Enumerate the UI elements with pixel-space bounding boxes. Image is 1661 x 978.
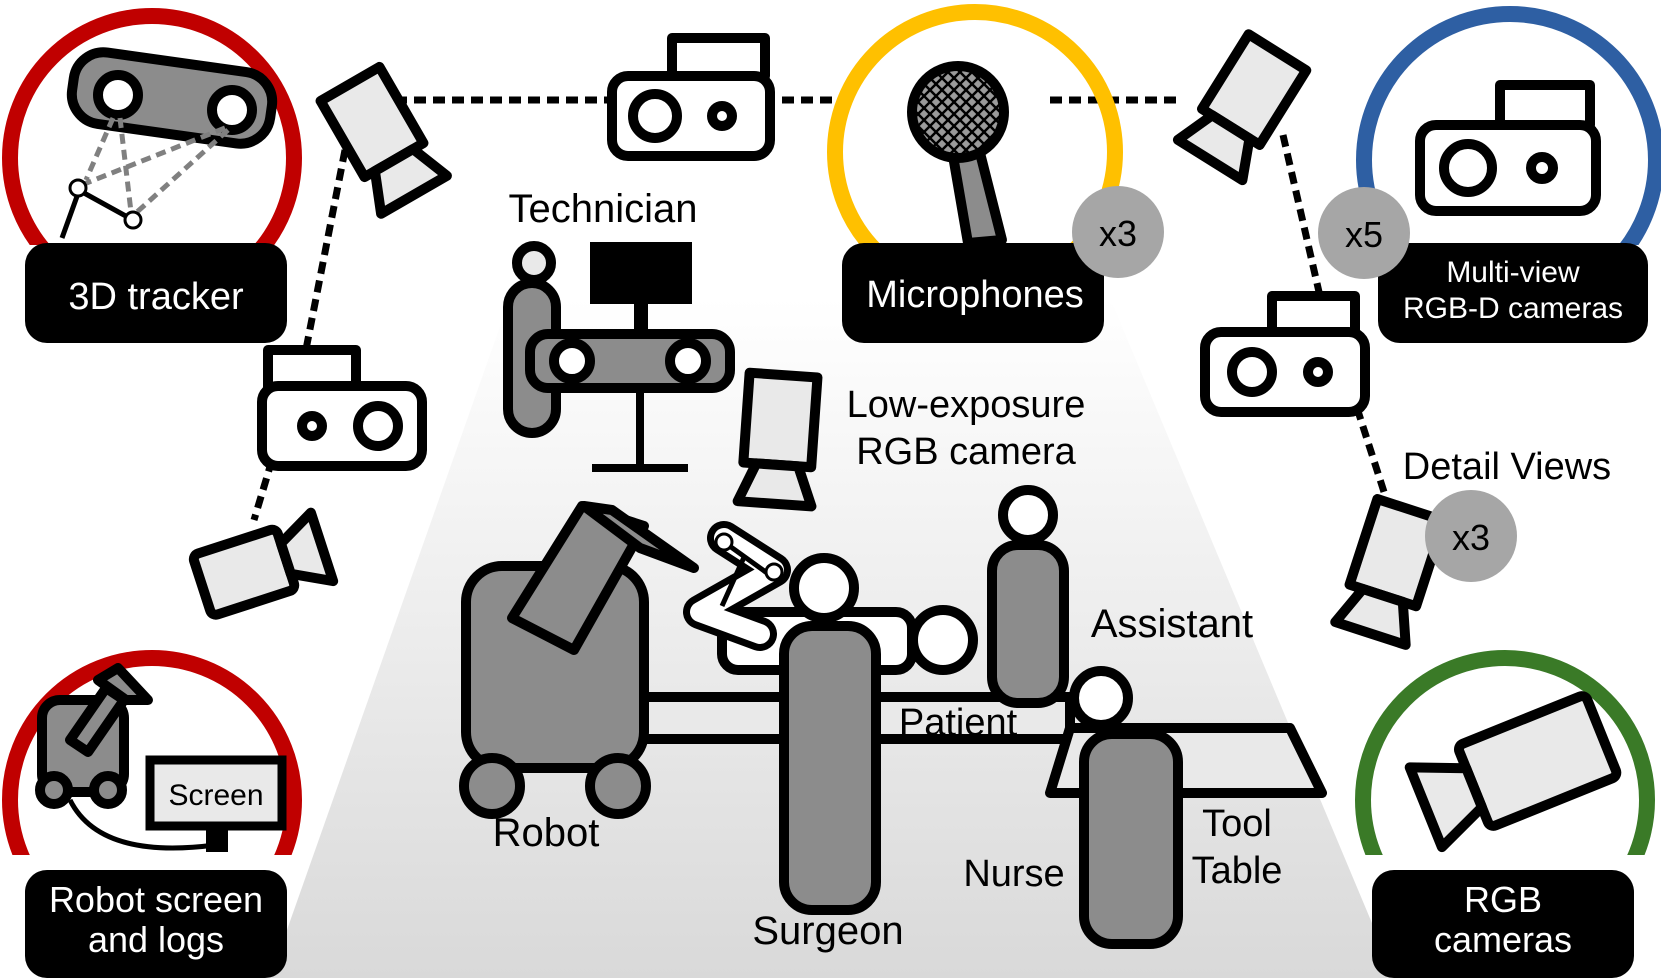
multiview-ring [1356,6,1661,245]
microphones-ring [827,4,1123,245]
robot-label: Robot [493,811,600,855]
patient-label: Patient [899,702,1018,744]
rgb-badge-line1: RGB [1464,879,1542,920]
stereo-tracker-icon [59,47,278,239]
microphones-badge-label: Microphones [866,274,1084,316]
low-exposure-camera [732,367,823,512]
tracked-instrument [683,521,791,651]
rgb-badge-line2: cameras [1434,919,1572,960]
robot-screen-badge-line1: Robot screen [49,879,263,920]
surgeon-figure [779,553,881,915]
robot-screen-badge-line2: and logs [88,919,224,960]
technician-station [503,241,735,472]
robot-screen-label: Screen [168,779,263,812]
rgbd-camera-right-wall [1200,291,1370,417]
rgbd-camera-icon [1415,80,1601,216]
assistant-label: Assistant [1091,602,1253,646]
rgb-badge [1372,870,1634,978]
detail-camera-right-lower [1330,494,1449,650]
robot-figure [459,501,699,819]
tracker-badge [25,243,287,343]
microphones-count: x3 [1099,213,1137,254]
detail-views-label: Detail Views [1403,446,1611,488]
microphones-badge-group: Microphones x3 [827,4,1164,343]
nurse-label: Nurse [963,853,1064,895]
multiview-badge-line1: Multi-view [1446,256,1580,289]
technician-monitor [590,242,692,304]
detail-camera-top-right [1172,29,1312,186]
rgbd-camera-left-wall [257,345,427,471]
low-exposure-label-line2: RGB camera [856,431,1076,473]
microphones-count-badge [1072,186,1164,278]
tracker-badge-group: 3D tracker [2,8,302,343]
rgb-ring [1355,650,1655,855]
tracker-ring [2,8,302,245]
tracker-badge-label: 3D tracker [68,276,244,318]
multiview-count: x5 [1345,214,1383,255]
robot-screen-badge-group: Screen Robot screen and logs [2,650,302,978]
detail-count: x3 [1452,517,1490,558]
multiview-badge-line2: RGB-D cameras [1403,292,1623,325]
nurse-figure [1069,666,1183,949]
microphone-icon [907,61,1009,248]
mini-robot-icon [35,663,153,809]
rgb-badge-group: RGB cameras [1355,650,1655,978]
tool-table-label-line2: Table [1192,850,1283,892]
microphones-badge [842,243,1104,343]
tool-table-label-line1: Tool [1202,803,1272,845]
detail-count-badge [1425,490,1517,582]
multiview-badge [1378,243,1648,343]
detail-camera-top-left [315,61,452,219]
technician-label: Technician [508,187,697,231]
robot-screen-ring [2,650,302,855]
robot-screen-cable [67,798,216,851]
multiview-badge-group: Multi-view RGB-D cameras x5 [1318,6,1661,343]
rgbd-camera-top-center [607,33,775,161]
low-exposure-label-line1: Low-exposure [847,384,1086,426]
assistant-figure [987,485,1069,708]
multiview-count-badge [1318,187,1410,279]
video-camera-icon [1404,691,1622,853]
video-camera-left-lower [188,507,339,620]
robot-screen-badge [25,870,287,978]
surgeon-label: Surgeon [752,909,903,953]
robot-monitor-icon: Screen [145,755,287,852]
